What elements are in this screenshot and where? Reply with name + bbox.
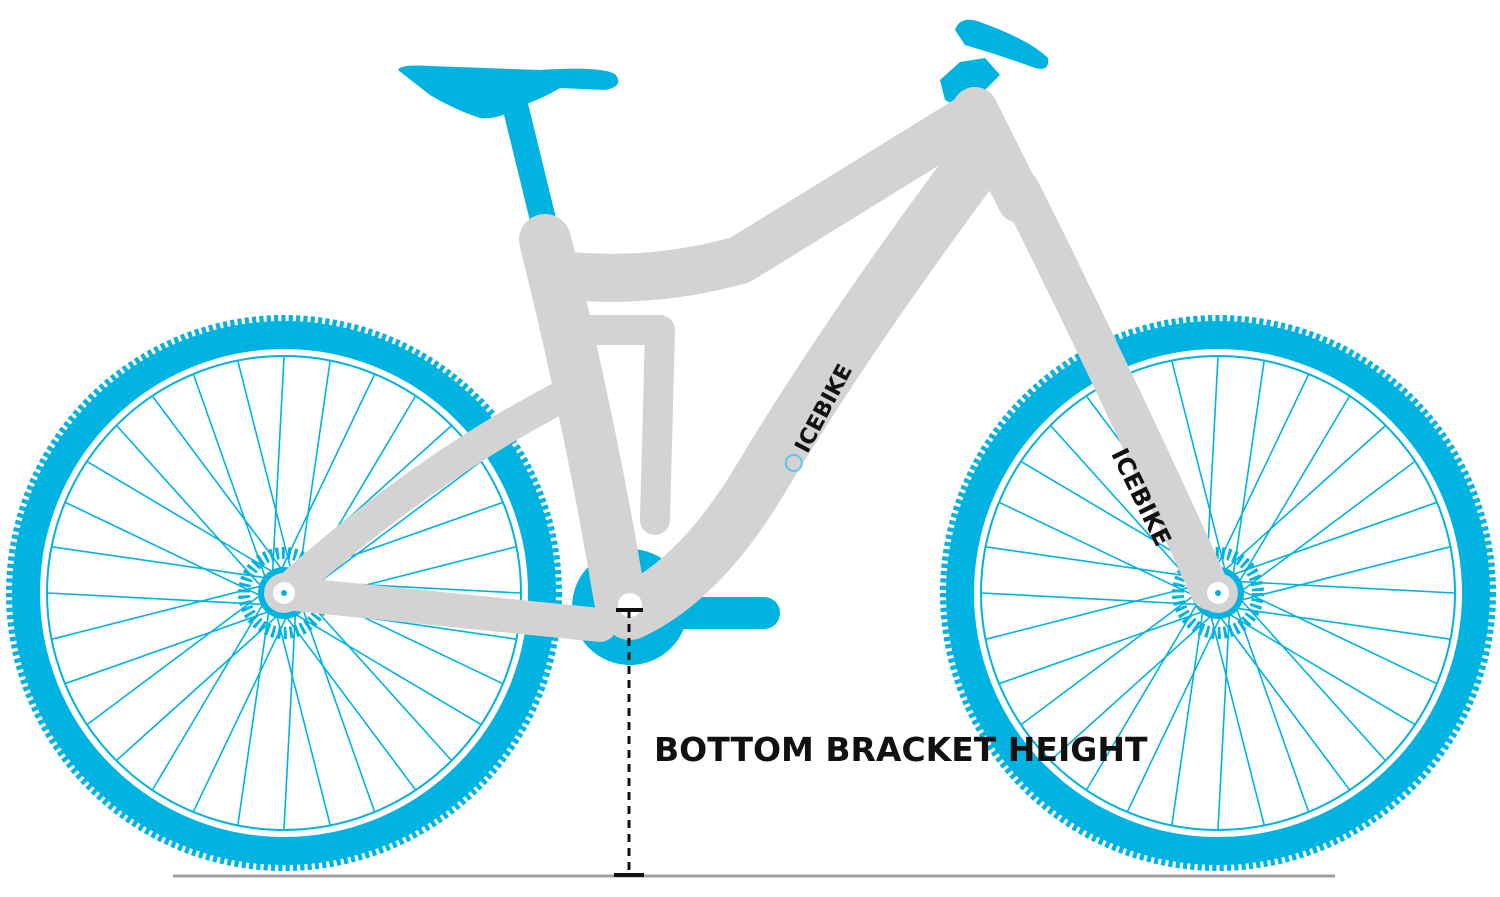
spoke — [1126, 614, 1223, 812]
spoke — [1222, 425, 1386, 573]
handlebar — [955, 19, 1049, 69]
tire-body — [12, 321, 556, 865]
disc-rotor — [1172, 547, 1264, 639]
spoke — [986, 546, 1202, 579]
bb-height-label: BOTTOM BRACKET HEIGHT — [654, 730, 1148, 769]
spoke — [1235, 605, 1310, 812]
spoke — [1213, 374, 1310, 572]
spoke — [283, 611, 297, 830]
rear-hub-dot — [281, 590, 287, 596]
spoke — [999, 501, 1197, 598]
spoke — [1230, 501, 1437, 576]
spoke — [1209, 613, 1265, 825]
rim — [980, 355, 1456, 831]
spoke — [999, 610, 1206, 685]
spoke — [1239, 588, 1437, 685]
spoke — [1236, 580, 1455, 594]
spoke — [271, 356, 285, 575]
spoke — [1218, 614, 1350, 790]
spoke — [1232, 361, 1265, 577]
frame — [267, 87, 1230, 642]
saddle — [398, 65, 619, 119]
spoke — [52, 584, 264, 640]
spoke — [1238, 597, 1386, 761]
rim — [46, 355, 522, 831]
spoke — [1234, 607, 1450, 640]
spoke — [87, 593, 263, 725]
fork — [1000, 170, 1230, 610]
bike-logo-icon — [784, 453, 803, 472]
spoke — [275, 613, 331, 825]
chainstay — [267, 576, 617, 642]
spoke — [1021, 593, 1197, 725]
spoke — [1226, 612, 1415, 725]
front-hub-dot — [1215, 590, 1221, 596]
spoke — [237, 609, 270, 825]
spoke — [1086, 601, 1199, 790]
down-tube — [602, 122, 1013, 640]
spoke — [1171, 609, 1204, 825]
seatstay — [268, 379, 581, 609]
spoke — [1237, 396, 1350, 585]
spoke — [52, 546, 268, 579]
spoke — [65, 501, 263, 598]
spoke — [284, 614, 416, 790]
spoke — [298, 361, 331, 577]
spoke — [152, 396, 284, 572]
spoke — [1050, 613, 1214, 761]
spoke — [47, 592, 266, 606]
spoke — [304, 597, 452, 761]
spoke — [237, 361, 293, 573]
spoke — [1050, 425, 1198, 589]
spoke — [192, 614, 289, 812]
shock — [565, 315, 675, 535]
spoke — [986, 584, 1198, 640]
spoke — [279, 374, 376, 572]
spoke — [305, 461, 481, 593]
spoke — [1217, 611, 1231, 830]
spoke — [981, 592, 1200, 606]
spoke — [152, 601, 265, 790]
spoke — [116, 425, 264, 589]
spoke — [301, 605, 376, 812]
spoke — [192, 374, 267, 581]
spoke — [65, 610, 272, 685]
spoke — [1239, 461, 1415, 593]
spoke — [1238, 546, 1450, 602]
spoke — [1171, 361, 1227, 573]
tire-body — [946, 321, 1490, 865]
top-tube — [536, 91, 999, 302]
stem — [940, 58, 1000, 108]
spoke — [292, 612, 481, 725]
spoke — [87, 461, 276, 574]
spoke — [116, 613, 280, 761]
